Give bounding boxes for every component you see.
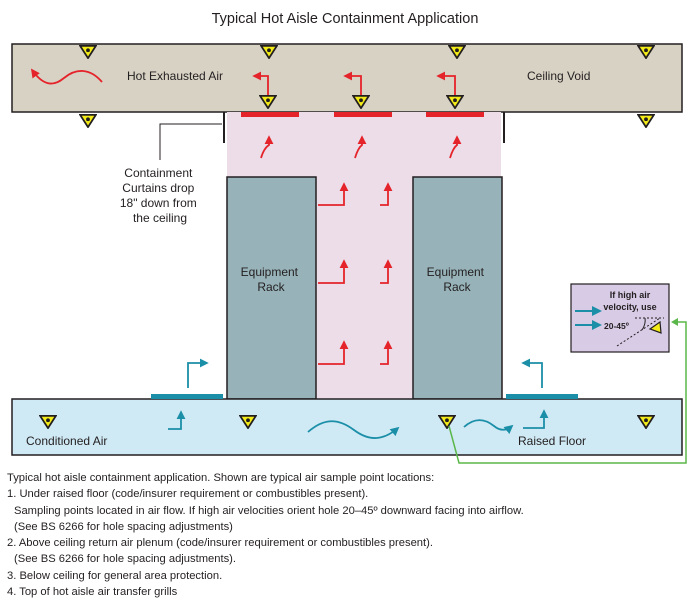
inset-leader-arrowhead: [671, 318, 678, 326]
hot-air-arrow: [252, 71, 269, 100]
hot-air-arrows: [30, 68, 462, 365]
inset-dotted-line: [616, 317, 661, 347]
caption-item: Sampling points located in air flow. If …: [14, 504, 524, 517]
hot-air-arrow: [318, 340, 349, 365]
curtain-note-line: the ceiling: [133, 211, 187, 225]
inset-sample-point: [648, 320, 662, 334]
raised-floor: [11, 398, 683, 456]
hot-air-arrow: [436, 71, 456, 100]
cool-air-wave-arrow: [307, 420, 400, 439]
cool-air-arrow: [521, 358, 543, 388]
caption-item: (See BS 6266 for hole spacing adjustment…: [14, 520, 233, 533]
hot-air-arrow: [380, 259, 393, 284]
cool-air-arrows: [168, 358, 549, 439]
floor-tile: [506, 394, 578, 399]
hot-air-arrow: [449, 135, 462, 159]
containment-diagram: Typical Hot Aisle Containment Applicatio…: [11, 11, 687, 464]
inset-line2: velocity, use: [603, 302, 656, 312]
caption-item: (See BS 6266 for hole spacing adjustment…: [14, 553, 237, 566]
rack-label-line: Equipment: [241, 265, 299, 279]
rack-label-left: Equipment Rack: [241, 265, 302, 294]
curtain-note: Containment Curtains drop 18" down from …: [120, 166, 200, 225]
caption: Typical hot aisle containment applicatio…: [7, 470, 687, 600]
rack-label-right: Equipment Rack: [427, 265, 488, 294]
caption-item: 2. Above ceiling return air plenum (code…: [7, 537, 433, 550]
curtain-note-line: Containment: [124, 166, 193, 180]
transfer-grill: [426, 112, 484, 117]
hot-air-arrow: [380, 182, 393, 206]
hot-air-arrow: [318, 259, 349, 284]
curtain-note-line: 18" down from: [120, 196, 197, 210]
caption-item: 4. Top of hot aisle air transfer grills: [7, 586, 178, 599]
sample-point: [79, 114, 97, 128]
curtain-note-line: Curtains drop: [122, 181, 194, 195]
transfer-grill: [241, 112, 299, 117]
hot-exhausted-air-label: Hot Exhausted Air: [127, 69, 223, 83]
cool-air-arrow: [523, 409, 549, 429]
rack-label-line: Equipment: [427, 265, 485, 279]
diagram-title: Typical Hot Aisle Containment Applicatio…: [212, 11, 479, 27]
rack-label-line: Rack: [443, 280, 471, 294]
sample-point: [637, 114, 655, 128]
cool-air-arrow: [168, 410, 186, 430]
curtain-leader-line: [159, 123, 222, 160]
raised-floor-label: Raised Floor: [518, 434, 586, 448]
cool-air-wave-arrow: [463, 419, 514, 435]
hot-air-arrow: [260, 135, 274, 159]
inset-line1: If high air: [610, 290, 651, 300]
hot-air-arrow: [380, 340, 393, 365]
high-velocity-inset: If high air velocity, use 20-45º: [570, 283, 670, 353]
hot-air-arrow: [318, 182, 349, 206]
inset-angle-label: 20-45º: [604, 321, 629, 331]
hot-air-arrow: [354, 135, 367, 159]
conditioned-air-label: Conditioned Air: [26, 434, 107, 448]
floor-tile: [151, 394, 223, 399]
caption-item: 1. Under raised floor (code/insurer requ…: [7, 488, 369, 501]
hot-air-wave-arrow: [30, 68, 103, 85]
inset-angle-arc: [641, 317, 646, 331]
caption-item: 3. Below ceiling for general area protec…: [7, 569, 223, 582]
transfer-grill: [334, 112, 392, 117]
hot-air-arrow: [343, 71, 362, 100]
rack-label-line: Rack: [257, 280, 285, 294]
equipment-rack-right: [412, 176, 503, 400]
caption-intro: Typical hot aisle containment applicatio…: [7, 472, 435, 484]
inset-leader-line: [448, 321, 687, 464]
cool-air-arrow: [187, 358, 209, 388]
ceiling-void-label: Ceiling Void: [527, 69, 590, 83]
